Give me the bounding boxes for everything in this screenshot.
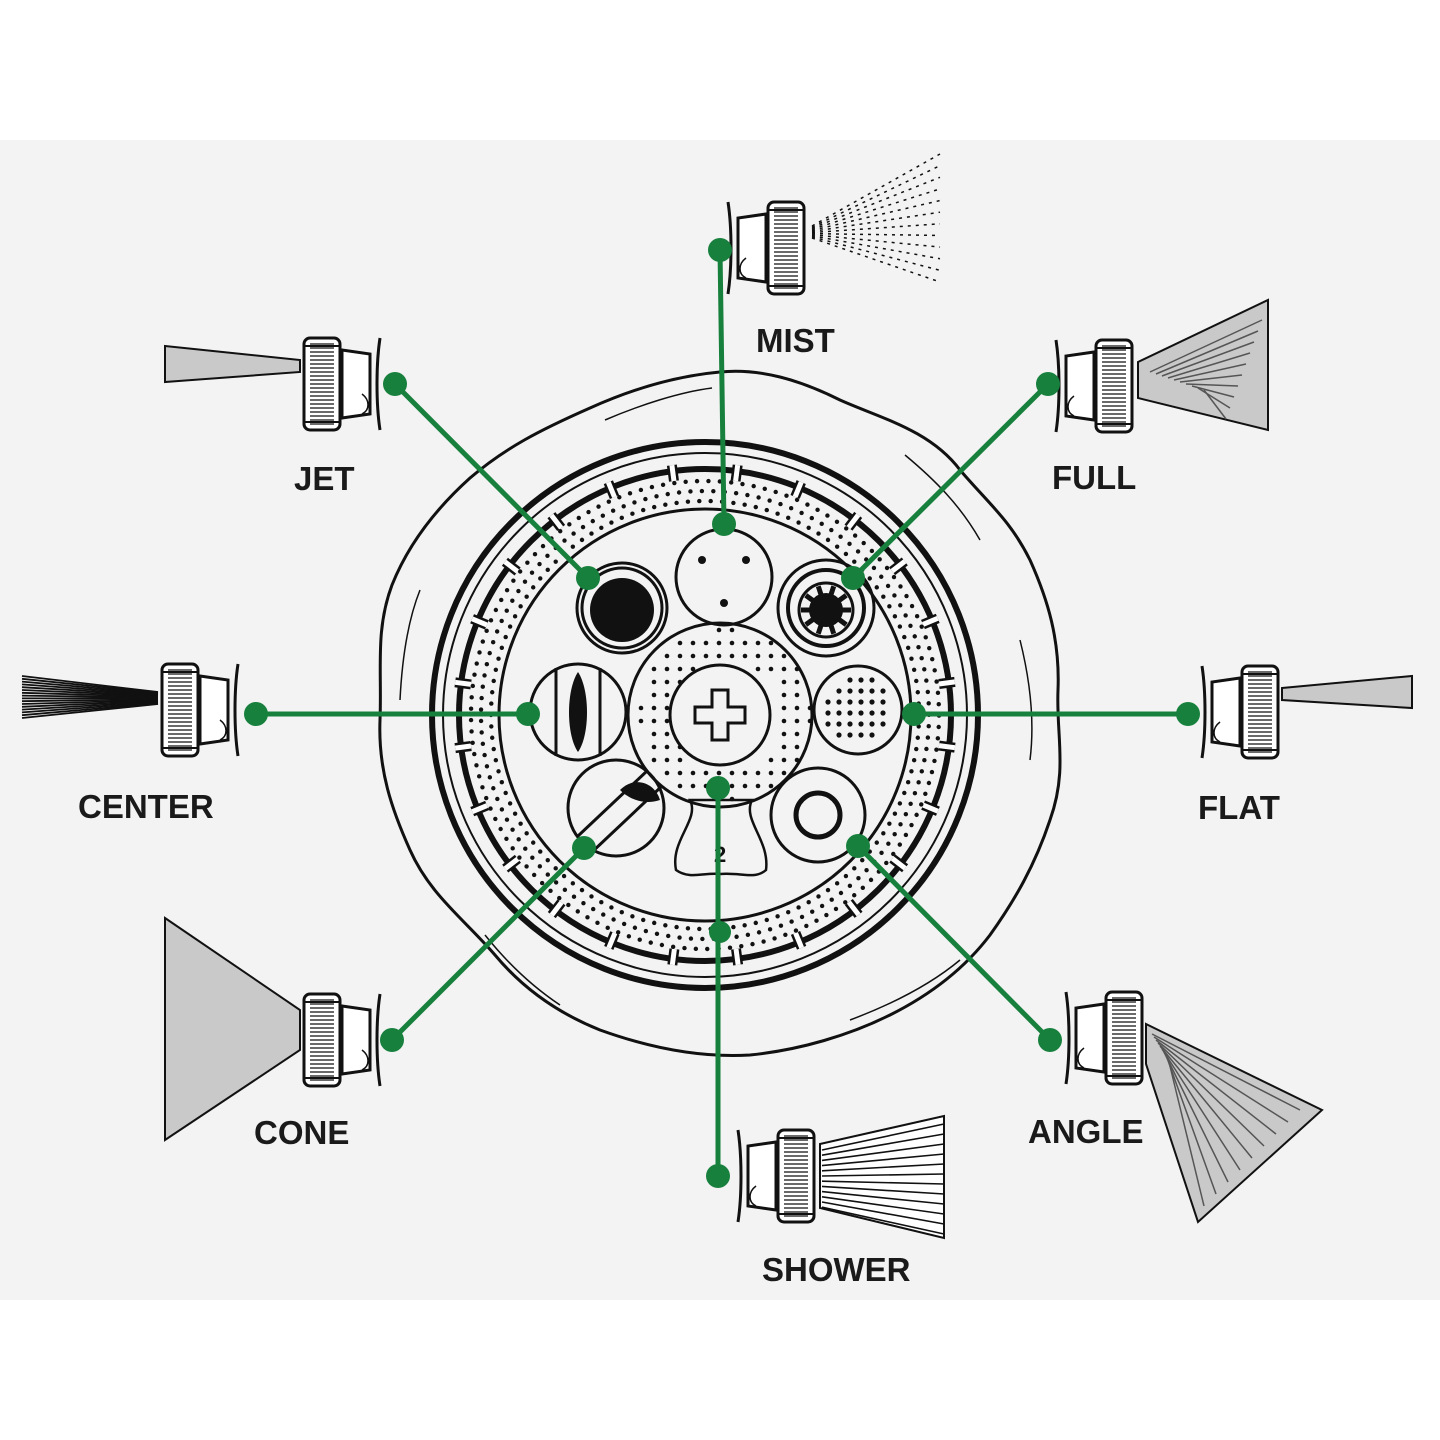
leader-dot-inner-flat xyxy=(902,702,926,726)
label-jet: JET xyxy=(294,460,355,497)
cone-nozzle-icon xyxy=(164,916,382,1142)
leader-center xyxy=(244,702,540,726)
flat-nozzle-icon xyxy=(1200,664,1413,760)
leader-dot-outer-full xyxy=(1036,372,1060,396)
leader-shower xyxy=(706,776,730,1188)
leader-full xyxy=(841,372,1060,590)
center-nozzle-icon xyxy=(21,662,240,758)
label-full: FULL xyxy=(1052,459,1136,496)
opening-jet xyxy=(575,561,669,655)
leader-dot-inner-shower xyxy=(706,776,730,800)
mist-nozzle-icon xyxy=(726,153,941,296)
opening-center xyxy=(528,662,628,762)
jet-nozzle-icon xyxy=(164,336,382,432)
label-flat: FLAT xyxy=(1198,789,1280,826)
leader-mist xyxy=(708,238,736,536)
opening-flat xyxy=(812,664,904,756)
label-shower: SHOWER xyxy=(762,1251,911,1288)
label-cone: CONE xyxy=(254,1114,349,1151)
label-center: CENTER xyxy=(78,788,214,825)
leader-dot-outer-angle xyxy=(1038,1028,1062,1052)
opening-angle xyxy=(769,766,867,864)
leader-dot-inner-mist xyxy=(712,512,736,536)
leader-lines xyxy=(244,238,1200,1188)
leader-flat xyxy=(902,702,1200,726)
leader-dot-outer-jet xyxy=(383,372,407,396)
opening-mist xyxy=(674,527,774,627)
opening-full xyxy=(776,558,876,658)
leader-dot-mid-shower xyxy=(709,921,731,943)
leader-jet xyxy=(383,372,600,590)
angle-nozzle-icon xyxy=(1064,990,1324,1224)
leader-dot-outer-center xyxy=(244,702,268,726)
label-angle: ANGLE xyxy=(1028,1113,1144,1150)
leader-dot-inner-center xyxy=(516,702,540,726)
shower-nozzle-icon xyxy=(736,1114,945,1240)
dial-tabs xyxy=(454,464,956,966)
leader-dot-outer-shower xyxy=(706,1164,730,1188)
leader-dot-inner-angle xyxy=(846,834,870,858)
dial-dot-ring xyxy=(468,478,942,952)
full-nozzle-icon xyxy=(1054,298,1269,434)
leader-dot-outer-mist xyxy=(708,238,732,262)
leader-cone xyxy=(380,836,596,1052)
leader-dot-outer-flat xyxy=(1176,702,1200,726)
label-mist: MIST xyxy=(756,322,835,359)
leader-dot-inner-cone xyxy=(572,836,596,860)
leader-dot-inner-jet xyxy=(576,566,600,590)
pattern-labels: MIST JET FULL CENTER FLAT CONE ANGLE SHO… xyxy=(78,322,1280,1288)
leader-dot-outer-cone xyxy=(380,1028,404,1052)
leader-dot-inner-full xyxy=(841,566,865,590)
leader-angle xyxy=(846,834,1062,1052)
opening-cone xyxy=(566,758,666,858)
